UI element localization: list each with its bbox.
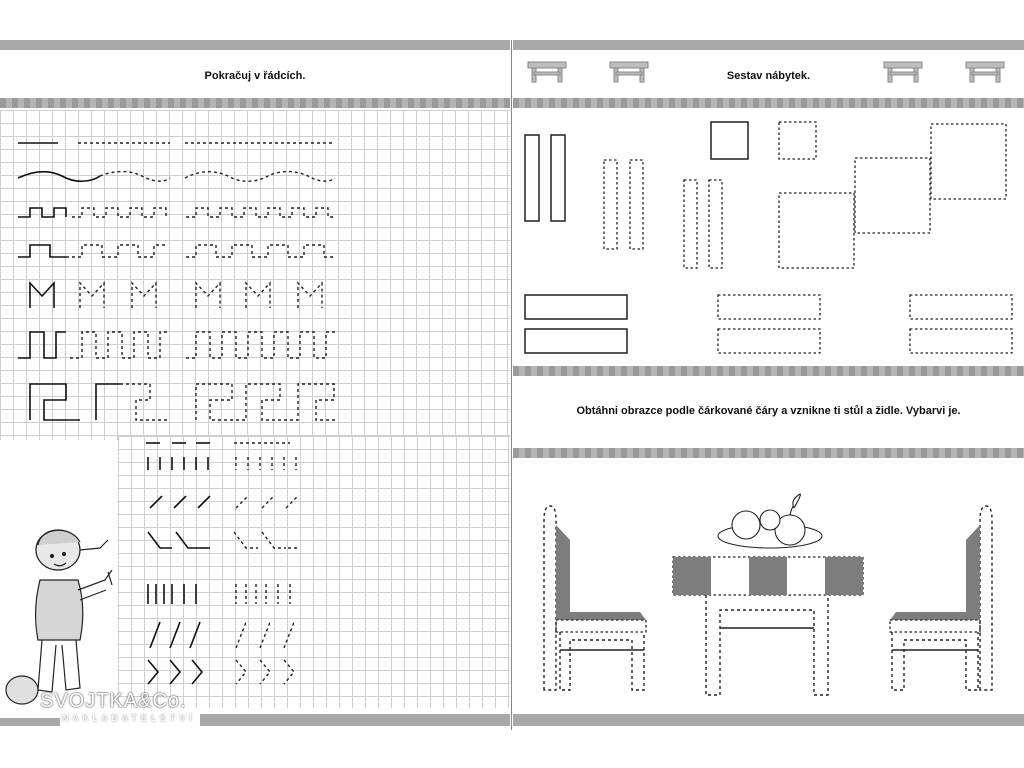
left-top-band (0, 40, 510, 50)
right-title-divider (513, 98, 1024, 108)
left-bottom-band-short (0, 718, 60, 726)
furniture-pieces (524, 121, 1013, 354)
right-page-title: Sestav nábytek. (726, 70, 811, 82)
left-bottom-band (200, 714, 510, 726)
tracing-strokes-lower (146, 442, 299, 685)
right-top-band (513, 40, 1024, 50)
publisher-logo: SVOJTKA&Co. NAKLADATELSTVÍ (40, 690, 196, 723)
left-grid-upper (0, 110, 510, 440)
page-gutter (511, 40, 512, 730)
right-bottom-band (513, 714, 1024, 726)
tracing-rows-upper (17, 142, 336, 421)
right-instruction-divider (513, 448, 1024, 458)
table-and-chairs (543, 493, 993, 696)
boy-illustration (5, 529, 113, 705)
publisher-subtitle: NAKLADATELSTVÍ (62, 713, 196, 723)
left-grid-lower (118, 436, 510, 708)
publisher-name: SVOJTKA&Co. (40, 690, 187, 712)
left-page-title: Pokračuj v řádcích. (204, 70, 306, 82)
left-title-divider (0, 98, 510, 108)
right-middle-divider (513, 366, 1024, 376)
right-page-instruction: Obtáhni obrazce podle čárkované čáry a v… (576, 405, 961, 417)
table-icons (527, 61, 1005, 83)
